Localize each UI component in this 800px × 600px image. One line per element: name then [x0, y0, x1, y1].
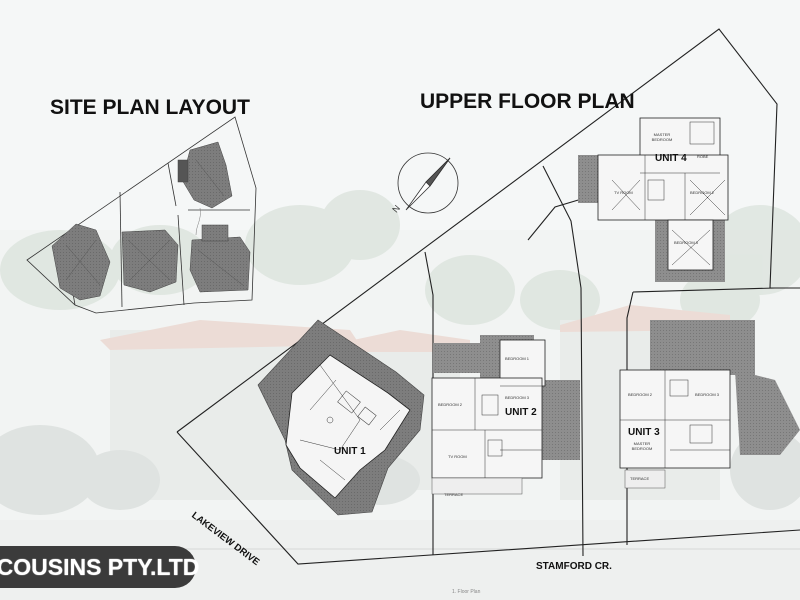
room-label: BEDROOM 3 — [674, 240, 699, 245]
svg-text:N: N — [390, 203, 402, 214]
room-label: BEDROOM 3 — [695, 392, 720, 397]
room-label: MASTER BEDROOM — [631, 441, 653, 451]
site-plan-roofs — [51, 141, 251, 301]
room-label: BEDROOM 3 — [505, 395, 530, 400]
room-label: MASTER BEDROOM — [651, 132, 673, 142]
room-label: TV ROOM — [614, 190, 633, 195]
unit4-plan — [578, 117, 729, 282]
upper-floor-boundary — [176, 28, 800, 565]
unit2-plan — [431, 335, 580, 495]
upper-floor-title: UPPER FLOOR PLAN — [420, 90, 635, 113]
unit4-label: UNIT 4 — [655, 153, 687, 164]
room-label: BEDROOM 1 — [505, 356, 530, 361]
room-label: TERRACE — [444, 492, 464, 497]
site-boundary — [26, 116, 257, 314]
north-arrow-icon: N — [390, 152, 459, 215]
room-label: TV ROOM — [448, 454, 467, 459]
background-trees — [0, 190, 800, 330]
unit2-label: UNIT 2 — [505, 407, 537, 418]
room-label: BEDROOM 2 — [628, 392, 653, 397]
unit3-label: UNIT 3 — [628, 427, 660, 438]
unit3-plan — [619, 320, 800, 489]
room-label: BEDROOM 2 — [690, 190, 715, 195]
unit1-plan — [257, 319, 425, 516]
site-plan — [26, 116, 257, 314]
room-label: TERRACE — [630, 476, 650, 481]
site-plan-title: SITE PLAN LAYOUT — [50, 96, 250, 119]
street-label-stamford: STAMFORD CR. — [536, 561, 612, 572]
room-label: ROBE — [697, 154, 709, 159]
company-logo-text: COUSINS PTY.LTD — [0, 553, 200, 580]
drawing-caption: 1. Floor Plan — [452, 589, 481, 595]
company-logo: COUSINS PTY.LTD — [0, 546, 200, 588]
room-label: BEDROOM 2 — [438, 402, 463, 407]
unit1-label: UNIT 1 — [334, 446, 366, 457]
